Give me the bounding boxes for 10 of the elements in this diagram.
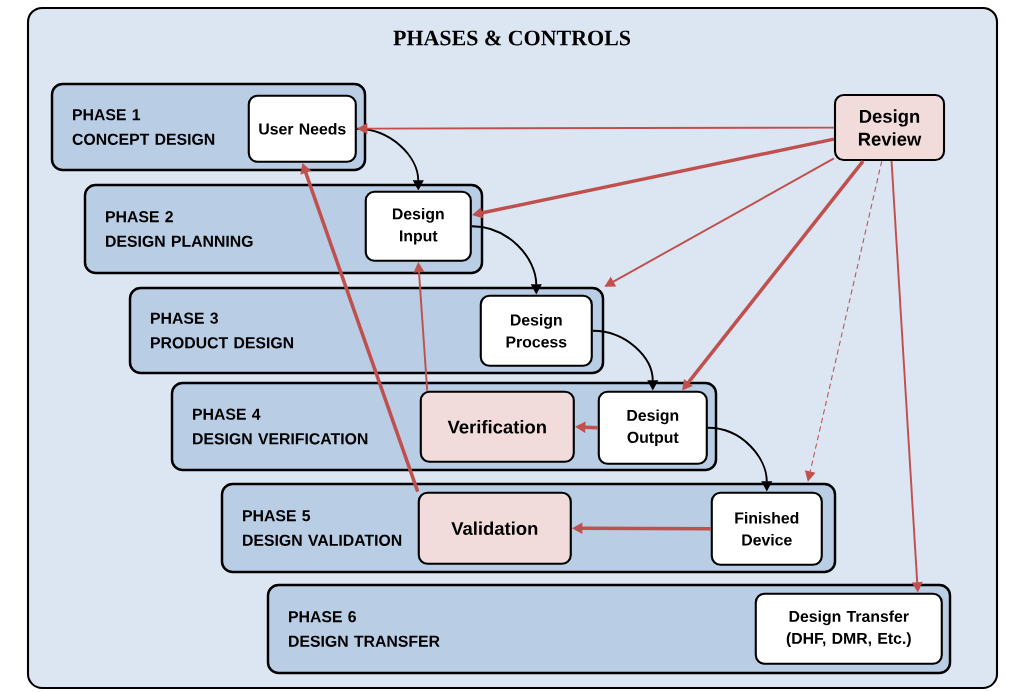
process-box: Design Output	[597, 390, 708, 465]
process-box: Design Process	[479, 294, 593, 367]
control-box: Design Review	[833, 93, 946, 162]
title: PHASES & CONTROLS	[393, 30, 631, 46]
process-box: User Needs	[247, 94, 357, 163]
process-box: Finished Device	[710, 491, 823, 566]
control-box: Verification	[419, 390, 575, 463]
control-box: Validation	[417, 491, 572, 565]
process-box: Design Input	[364, 190, 472, 262]
process-box: Design Transfer (DHF, DMR, Etc.)	[754, 592, 943, 665]
